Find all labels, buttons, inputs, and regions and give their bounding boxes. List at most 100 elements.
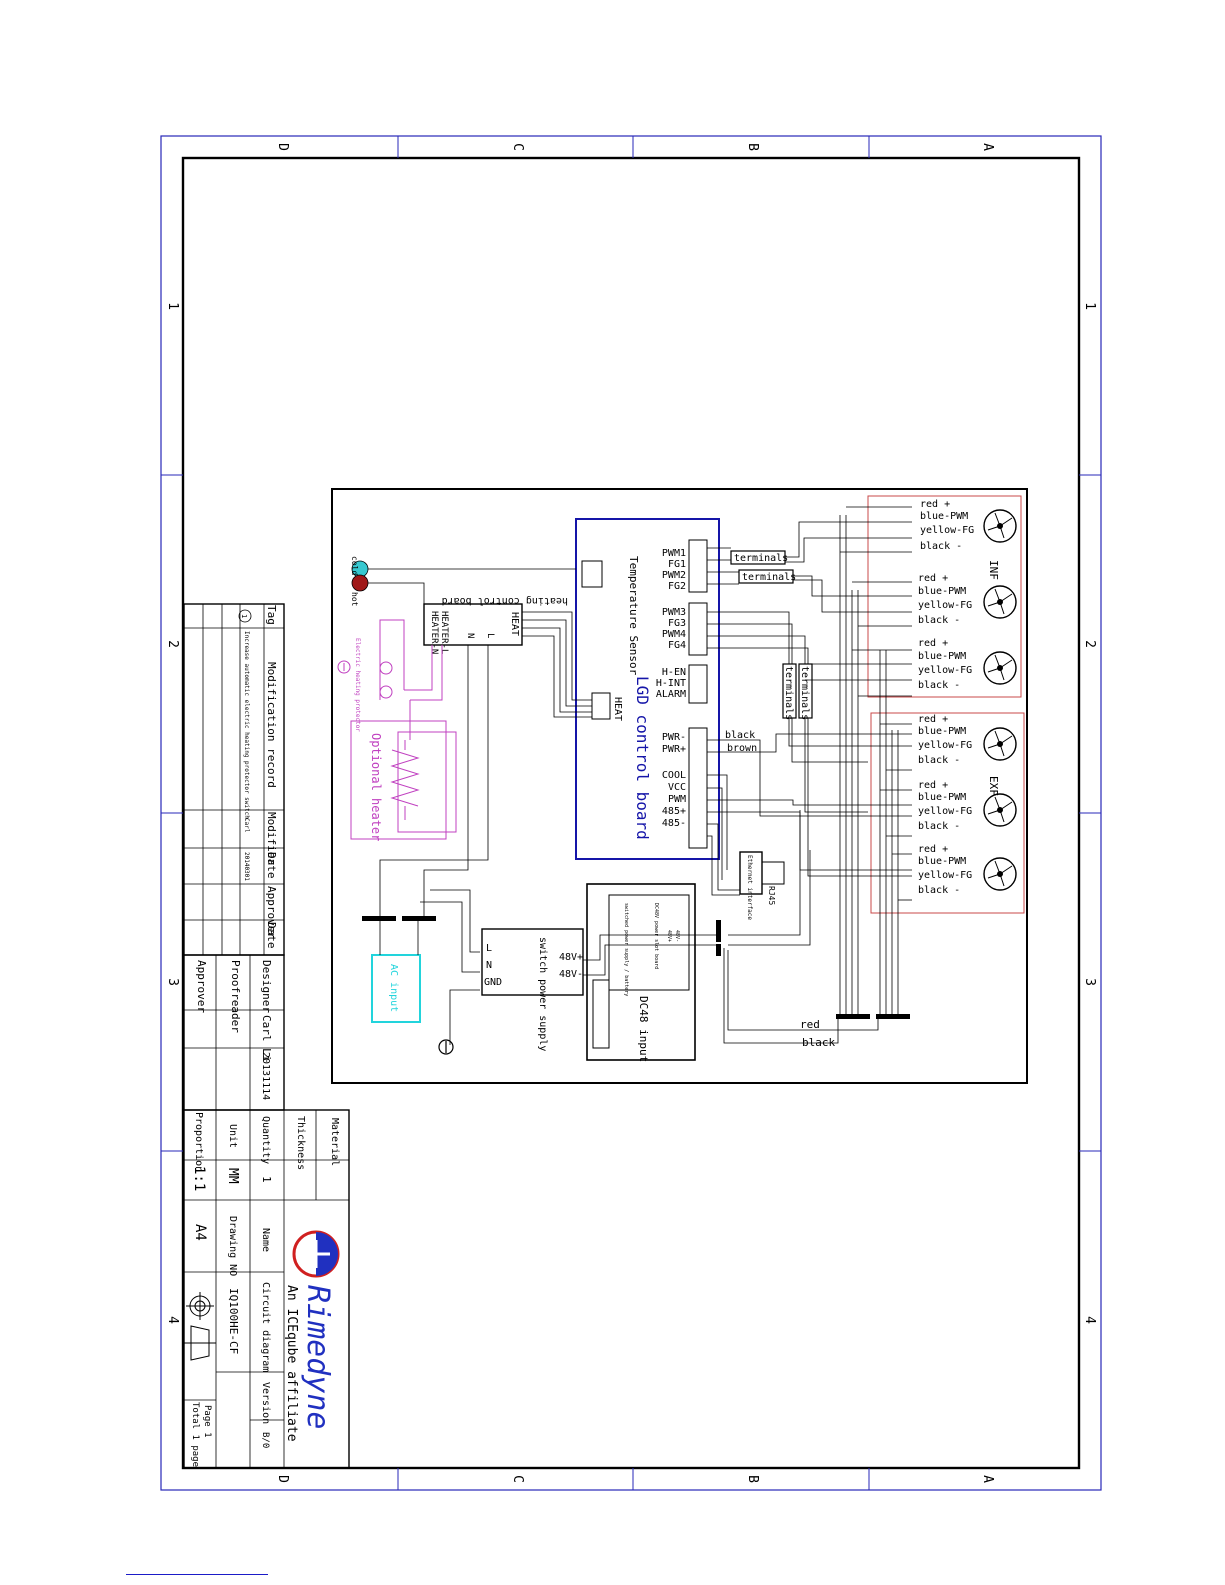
ac-input-box xyxy=(371,954,421,1023)
inf-fan-box xyxy=(867,495,1022,698)
fan-3 xyxy=(983,651,1017,685)
zone-number-1-right: 1 xyxy=(1082,302,1097,310)
switch-power-supply xyxy=(481,928,584,996)
schematic-border xyxy=(331,488,1028,1084)
fan2-black: black - xyxy=(918,615,960,626)
modification-record: Tag Modification record Modifier Date Ap… xyxy=(183,603,285,956)
total-page-value: Total 1 page xyxy=(190,1402,200,1467)
ground-symbol xyxy=(438,1039,454,1055)
terminals-label-1: terminals xyxy=(734,553,788,564)
pin-pwr-plus: PWR+ xyxy=(662,744,686,755)
pin-fg2: FG2 xyxy=(668,581,686,592)
dc48-input-inner xyxy=(608,894,690,991)
zone-letter-c: C xyxy=(510,143,525,151)
dc48-slot xyxy=(592,979,610,1049)
modification-modifier: Carl xyxy=(243,818,250,833)
page-value: Page 1 xyxy=(202,1405,212,1438)
dc48-desc: DC48V power slot board xyxy=(653,903,659,969)
ac-wiring xyxy=(379,921,419,955)
heating-board-title: heating control board xyxy=(442,595,568,606)
zone-letter-b-bottom: B xyxy=(745,1475,760,1483)
fan-5 xyxy=(983,793,1017,827)
brand-tagline: An ICEqube affiliate xyxy=(284,1285,299,1442)
pwr-minus-wire-label: black xyxy=(725,730,755,741)
zone-number-4-right: 4 xyxy=(1082,1316,1097,1324)
unit-value: MM xyxy=(225,1168,240,1184)
fan6-black: black - xyxy=(918,885,960,896)
tag-mark-icon xyxy=(238,609,252,623)
pin-fg1: FG1 xyxy=(668,559,686,570)
fan-control-wiring xyxy=(707,506,912,1018)
fan5-red: red + xyxy=(918,780,948,791)
fan5-black: black - xyxy=(918,821,960,832)
date-header-1: Date xyxy=(265,852,278,879)
fan3-blue: blue-PWM xyxy=(918,651,966,662)
rj45-label: RJ45 xyxy=(767,886,776,905)
fan1-red: red + xyxy=(920,499,950,510)
fan6-red: red + xyxy=(918,844,948,855)
quantity-label: Quantity xyxy=(260,1116,271,1164)
black-wire-label: black xyxy=(802,1036,835,1049)
version-value: B/0 xyxy=(260,1432,270,1448)
power-bus-connector xyxy=(688,727,708,849)
pwr-plus-wire-label: brown xyxy=(727,743,757,754)
fan1-yellow: yellow-FG xyxy=(920,525,974,536)
heating-protector: Electric heating protector xyxy=(337,638,393,732)
psu-label: switch power supply xyxy=(537,937,548,1051)
proportion-label: Proportion xyxy=(193,1112,204,1172)
projection-symbol-icon xyxy=(184,1292,216,1361)
hot-label: hot xyxy=(350,592,359,607)
pin-485-minus: 485- xyxy=(662,818,686,829)
zone-number-3-right: 3 xyxy=(1082,978,1097,986)
rimedyne-logo-icon xyxy=(292,1230,340,1278)
terminals-label-4: terminals xyxy=(799,666,810,720)
fan-6 xyxy=(983,857,1017,891)
pin-pwm: PWM xyxy=(668,794,686,805)
fan-wire-labels: red + blue-PWM yellow-FG black - red + b… xyxy=(918,499,974,896)
zone-number-1-left: 1 xyxy=(165,302,180,310)
pin-pwm1: PWM1 xyxy=(662,548,686,559)
board-pin-labels: PWM1 FG1 PWM2 FG2 PWM3 FG3 PWM4 FG4 H-EN… xyxy=(656,548,686,829)
ethernet-label: Ethernet interface xyxy=(746,855,753,920)
zone-numbers: 1 2 3 4 1 2 3 4 xyxy=(165,302,1097,1324)
fan4-blue: blue-PWM xyxy=(918,726,966,737)
bus-bar-positive xyxy=(836,1014,870,1019)
zone-number-3-left: 3 xyxy=(165,978,180,986)
rj45-port xyxy=(761,861,785,885)
name-value: Circuit diagram xyxy=(260,1282,271,1372)
heating-n-pin: N xyxy=(465,633,475,638)
name-label: Name xyxy=(260,1228,271,1252)
fan5-yellow: yellow-FG xyxy=(918,806,972,817)
fan5-blue: blue-PWM xyxy=(918,792,966,803)
psu-in-n: N xyxy=(486,960,492,971)
version-label: Version xyxy=(260,1382,271,1424)
zone-letter-b: B xyxy=(745,143,760,151)
dc-wiring xyxy=(583,810,879,1044)
board-title: LGD control board xyxy=(633,676,652,840)
hot-indicator xyxy=(351,574,369,592)
footer-rule xyxy=(126,1574,268,1575)
terminals-label-3: terminals xyxy=(783,666,794,720)
terminals-block-3 xyxy=(782,663,797,719)
fan-connector-b xyxy=(688,602,708,656)
dc48-desc2: switched power supply / battery xyxy=(623,903,629,996)
heater-l-pin: HEATER-L xyxy=(439,611,449,654)
optional-heater-wiring xyxy=(350,619,457,840)
designer-value: Carl Li xyxy=(260,1015,273,1061)
pin-alarm: ALARM xyxy=(656,689,686,700)
psu-out-plus: 48V+ xyxy=(559,952,583,963)
pin-pwr-minus: PWR- xyxy=(662,732,686,743)
pin-h-en: H-EN xyxy=(662,667,686,678)
date-header-2: Date xyxy=(265,922,278,949)
approver-header: Approver xyxy=(265,886,278,939)
optional-heater-label: Optional heater xyxy=(369,733,383,841)
zone-number-2-left: 2 xyxy=(165,640,180,648)
brand-name: Rimedyne xyxy=(300,1285,335,1430)
protector-label: Electric heating protector xyxy=(354,638,361,732)
io-connector xyxy=(688,664,708,704)
modification-header: Modification record xyxy=(265,662,278,788)
pin-pwm4: PWM4 xyxy=(662,629,686,640)
temperature-sensor-label: Temperature Sensor xyxy=(627,556,640,676)
fan3-yellow: yellow-FG xyxy=(918,665,972,676)
fan-1 xyxy=(983,509,1017,543)
